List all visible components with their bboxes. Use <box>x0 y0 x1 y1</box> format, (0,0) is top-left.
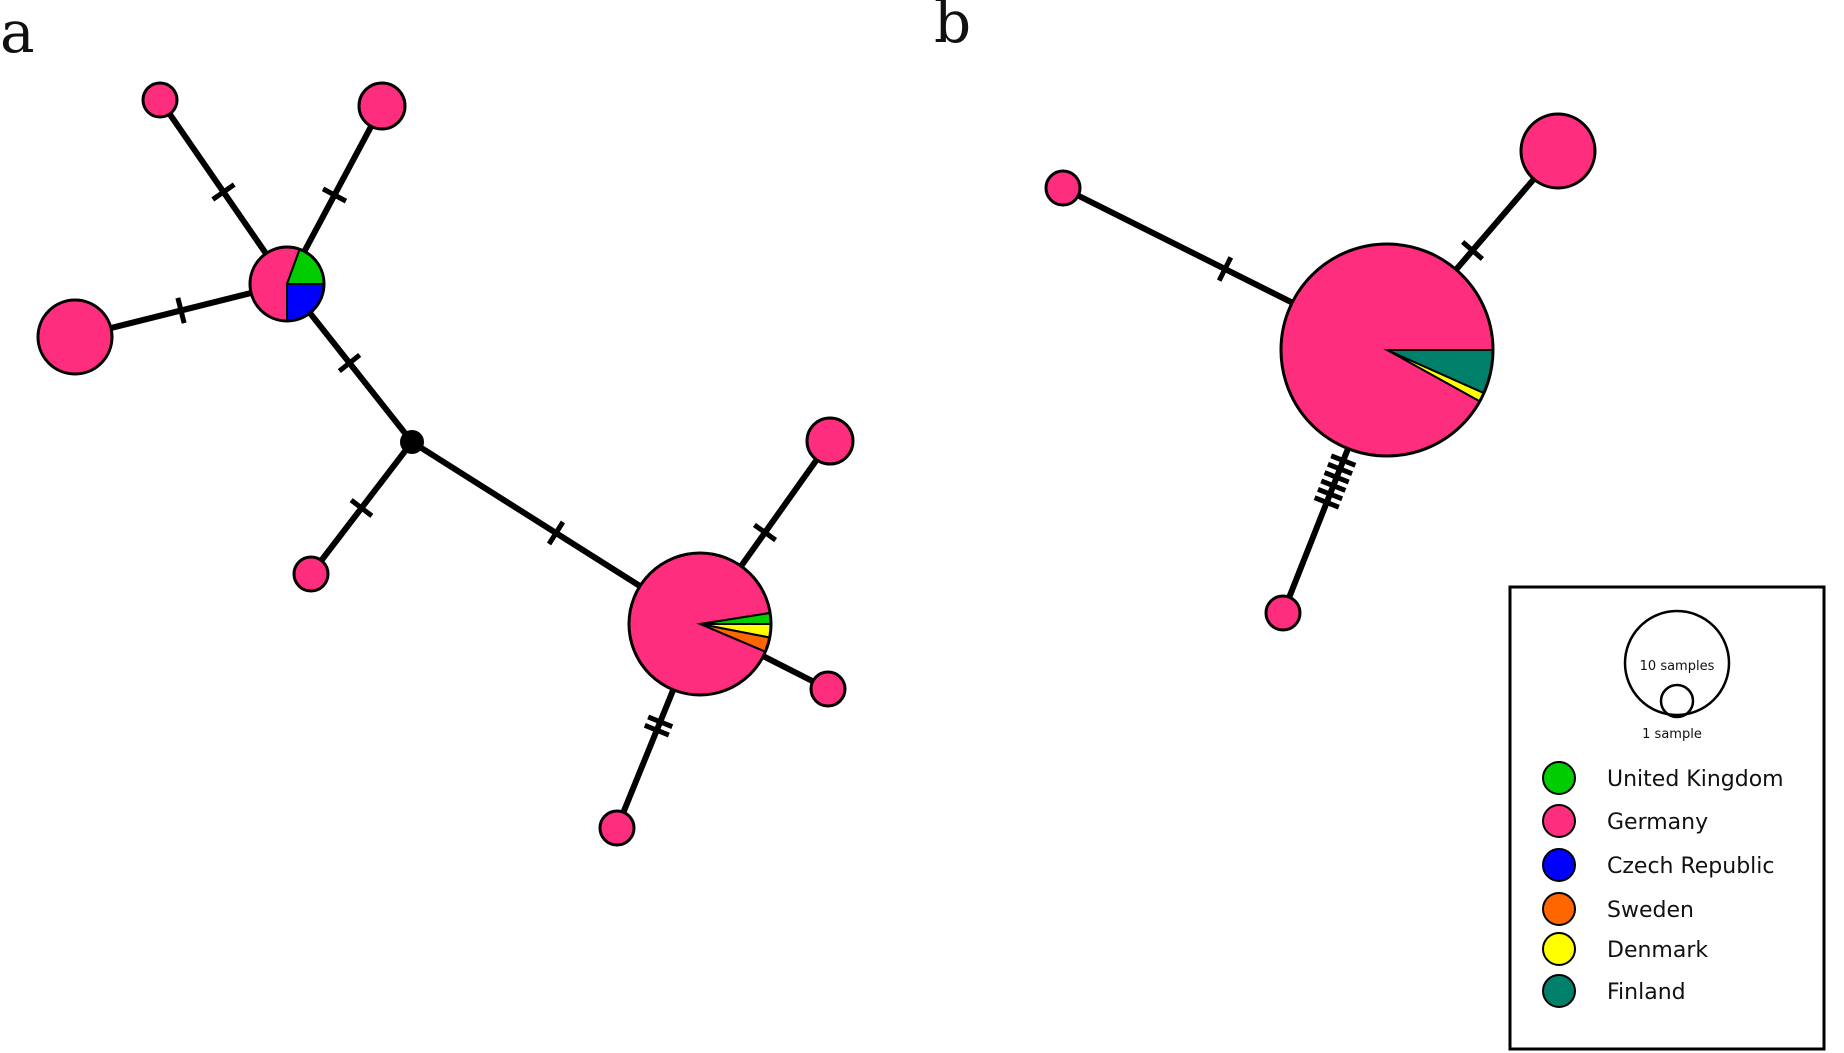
edge-b3-mutation-tick <box>1320 478 1347 493</box>
median-vector-node <box>400 430 424 454</box>
legend-label-czech-republic: Czech Republic <box>1607 854 1775 879</box>
legend-swatch-germany <box>1542 804 1576 838</box>
haplotype-node <box>805 416 855 466</box>
haplotype-node <box>1044 169 1082 207</box>
legend-swatch-denmark <box>1542 932 1576 966</box>
edge-a1-mutation-tick <box>211 182 236 202</box>
legend-swatch-united-kingdom <box>1542 761 1576 795</box>
haplotype-pie-node <box>1279 242 1495 458</box>
legend: 10 samples 1 sample United KingdomGerman… <box>1508 585 1826 1051</box>
panel-label-a: a <box>0 0 35 66</box>
legend-label-denmark: Denmark <box>1607 938 1708 963</box>
haplotype-node <box>809 670 847 708</box>
edge-b2-mutation-tick <box>1461 240 1484 261</box>
edge-b3-mutation-tick <box>1317 486 1344 502</box>
edge-a7-mutation-tick <box>752 522 778 543</box>
legend-swatch-finland <box>1542 974 1576 1008</box>
size-scale-large-circle <box>1623 609 1731 717</box>
haplotype-node <box>1519 112 1597 190</box>
haplotype-node <box>598 809 636 847</box>
edge-b3-mutation-tick <box>1326 461 1353 477</box>
edge-a6-mutation-tick <box>546 520 566 546</box>
haplotype-pie-node <box>627 551 773 697</box>
haplotype-node <box>1264 594 1302 632</box>
legend-label-finland: Finland <box>1607 980 1686 1005</box>
haplotype-node <box>357 81 407 131</box>
network-b <box>1044 112 1597 632</box>
haplotype-node <box>36 298 114 376</box>
edge-a3-mutation-tick <box>175 297 187 324</box>
edge-a9-mutation-tick <box>643 722 670 738</box>
edge-b3-mutation-tick <box>1330 453 1357 468</box>
edge-b1-mutation-tick <box>1216 256 1234 282</box>
haplotype-pie-node-outline <box>627 551 773 697</box>
size-scale-large-label: 10 samples <box>1640 659 1715 674</box>
legend-swatch-sweden <box>1542 892 1576 926</box>
legend-label-germany: Germany <box>1607 810 1708 835</box>
haplotype-node <box>141 81 179 119</box>
haplotype-pie-node-outline <box>1279 242 1495 458</box>
edge-a2-mutation-tick <box>321 186 348 204</box>
size-scale-small-label: 1 sample <box>1642 727 1702 742</box>
edge-a5-mutation-tick <box>349 498 374 518</box>
panel-label-b: b <box>934 0 971 56</box>
edge-a4-mutation-tick <box>337 352 362 374</box>
legend-label-united-kingdom: United Kingdom <box>1607 767 1784 792</box>
haplotype-pie-node <box>248 245 326 323</box>
legend-label-sweden: Sweden <box>1607 898 1694 923</box>
size-scale-small-circle <box>1659 683 1695 719</box>
edge-b3-mutation-tick <box>1313 495 1340 510</box>
haplotype-pie-node-outline <box>248 245 326 323</box>
edge-a9-mutation-tick <box>647 714 674 730</box>
haplotype-node <box>292 555 330 593</box>
network-a <box>36 81 855 847</box>
edge-b3-mutation-tick <box>1323 470 1350 485</box>
legend-swatch-czech-republic <box>1542 848 1576 882</box>
